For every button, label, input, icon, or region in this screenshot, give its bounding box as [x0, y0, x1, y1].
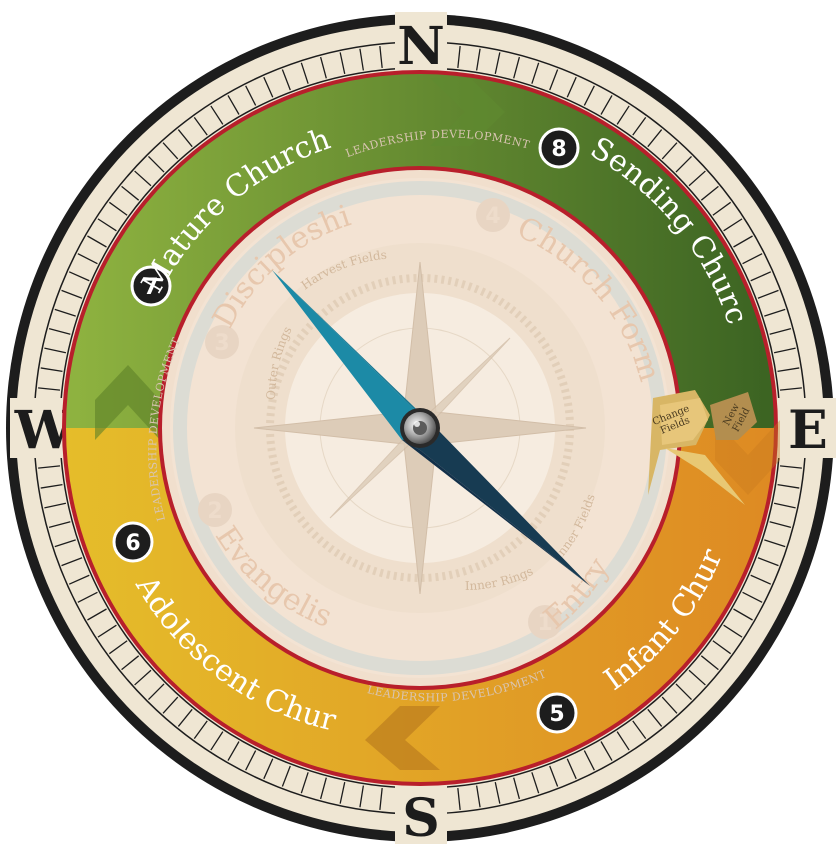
south-label: S [402, 788, 440, 846]
needle-hub [400, 408, 440, 448]
east-label: E [788, 400, 828, 461]
svg-text:2: 2 [207, 499, 222, 524]
svg-text:6: 6 [125, 531, 140, 556]
svg-text:3: 3 [214, 331, 229, 356]
svg-text:4: 4 [485, 204, 500, 229]
svg-text:5: 5 [549, 702, 564, 727]
north-label: N [397, 16, 445, 77]
svg-text:8: 8 [551, 137, 566, 162]
